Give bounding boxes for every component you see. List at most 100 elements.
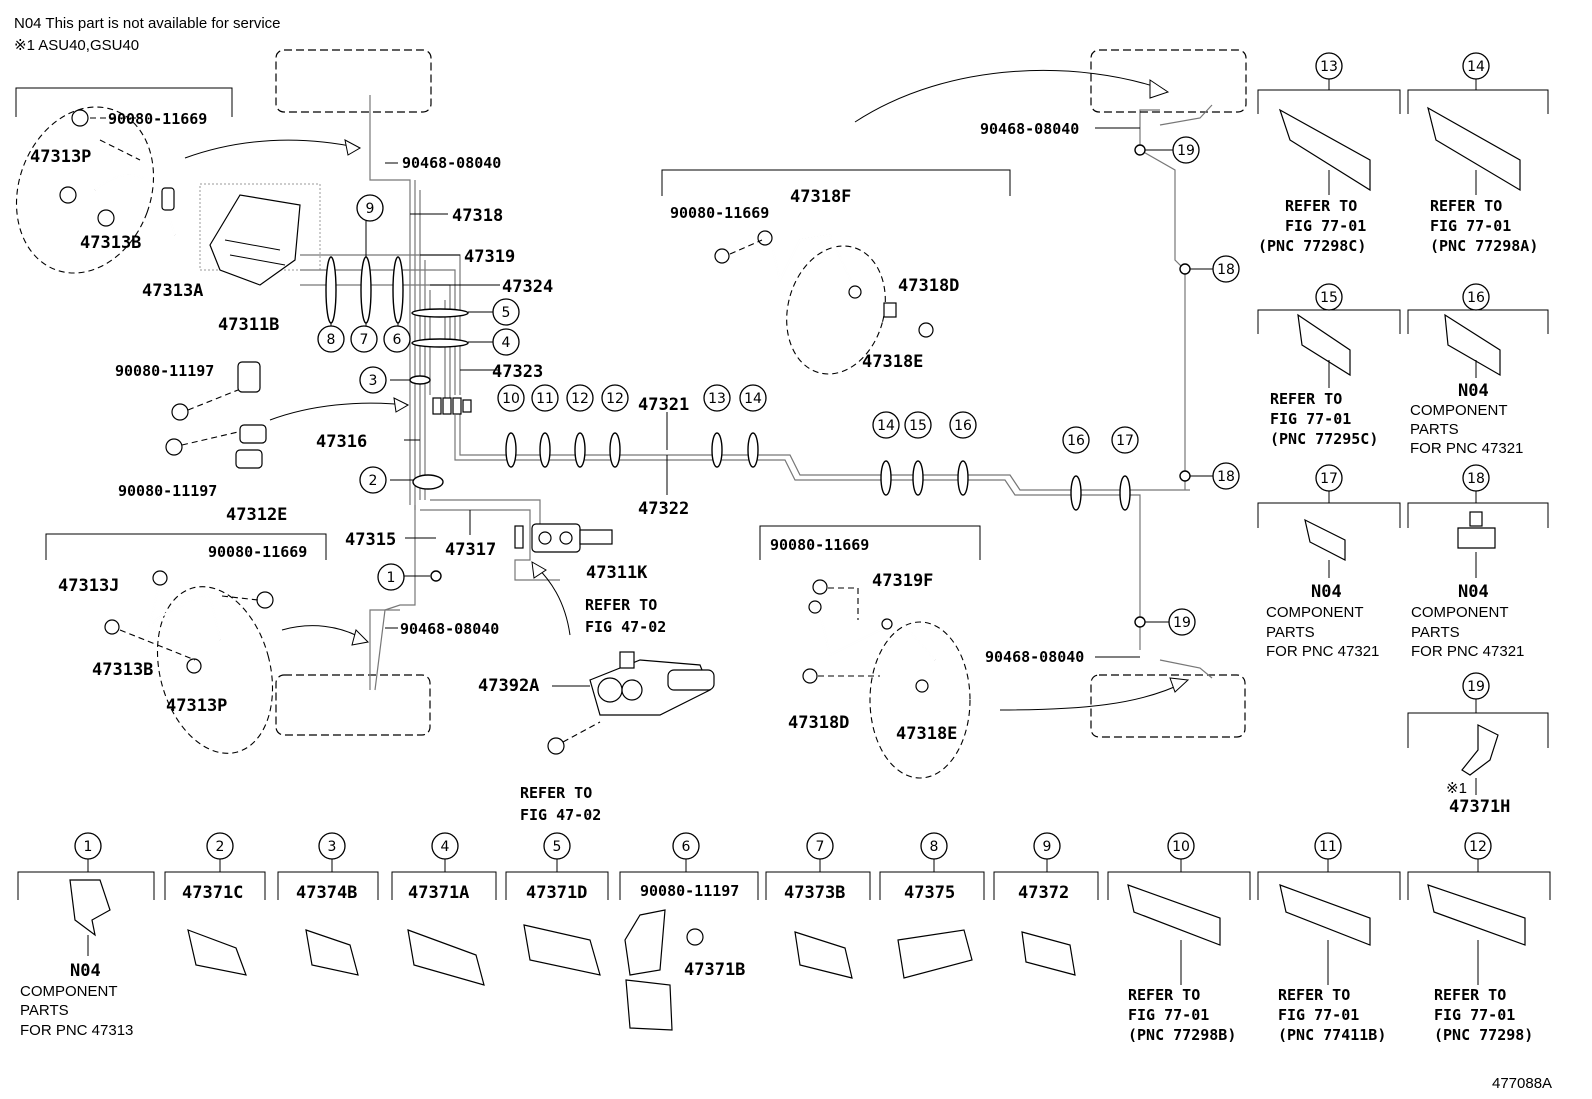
svg-text:REFER TO: REFER TO bbox=[1128, 986, 1200, 1004]
svg-text:18: 18 bbox=[1217, 469, 1235, 485]
svg-text:1: 1 bbox=[84, 839, 93, 855]
label-47313P-b: 47313P bbox=[166, 696, 227, 716]
label-47319: 47319 bbox=[464, 247, 515, 267]
valve-47311K: 47311K bbox=[514, 523, 648, 583]
horizontal-clamps bbox=[430, 144, 1191, 628]
svg-text:2: 2 bbox=[216, 839, 225, 855]
svg-text:(PNC 77298A): (PNC 77298A) bbox=[1430, 237, 1538, 255]
svg-text:PARTS: PARTS bbox=[1411, 624, 1460, 641]
svg-text:12: 12 bbox=[1469, 839, 1487, 855]
rear-left-hose-group: 90080-11669 47318F 47318D 47318E bbox=[661, 169, 1011, 375]
svg-text:18: 18 bbox=[1467, 471, 1485, 487]
master-cylinder-block bbox=[199, 183, 321, 286]
label-47313J: 47313J bbox=[58, 576, 119, 596]
label-47318: 47318 bbox=[452, 206, 503, 226]
svg-text:(PNC 77298C): (PNC 77298C) bbox=[1258, 237, 1366, 255]
rear-right-hose-group: 90080-11669 47319F 47318D 47318E bbox=[759, 525, 981, 779]
svg-text:47371B: 47371B bbox=[684, 960, 745, 980]
svg-text:6: 6 bbox=[393, 332, 402, 348]
svg-text:FOR PNC 47321: FOR PNC 47321 bbox=[1411, 643, 1524, 660]
svg-text:47373B: 47373B bbox=[784, 883, 845, 903]
svg-text:15: 15 bbox=[1320, 290, 1338, 306]
label-47313A: 47313A bbox=[142, 281, 203, 301]
svg-text:9: 9 bbox=[366, 201, 375, 217]
svg-text:(PNC 77298): (PNC 77298) bbox=[1434, 1026, 1533, 1044]
label-47313P-a: 47313P bbox=[30, 147, 91, 167]
front-left-hose-group: 90080-11669 47313P 47313B 47313A bbox=[15, 87, 233, 301]
ref-box-bottom-left bbox=[275, 674, 431, 736]
label-90080-11669-a: 90080-11669 bbox=[108, 110, 207, 128]
label-47323: 47323 bbox=[492, 362, 543, 382]
svg-text:PARTS: PARTS bbox=[20, 1002, 69, 1019]
svg-text:19: 19 bbox=[1467, 679, 1485, 695]
svg-text:18: 18 bbox=[1217, 262, 1235, 278]
svg-text:REFER TO: REFER TO bbox=[1278, 986, 1350, 1004]
svg-text:6: 6 bbox=[682, 839, 691, 855]
svg-text:PARTS: PARTS bbox=[1410, 421, 1459, 438]
svg-text:FIG 77-01: FIG 77-01 bbox=[1285, 217, 1366, 235]
label-47311B: 47311B bbox=[218, 315, 279, 335]
svg-text:3: 3 bbox=[328, 839, 337, 855]
svg-text:15: 15 bbox=[909, 418, 927, 434]
front-right-hose-group: 90080-11669 47313J 47313B 47313P bbox=[45, 533, 327, 754]
svg-text:12: 12 bbox=[606, 391, 624, 407]
svg-text:17: 17 bbox=[1320, 471, 1338, 487]
label-47324: 47324 bbox=[502, 277, 553, 297]
svg-text:13: 13 bbox=[708, 391, 726, 407]
label-47318D-a: 47318D bbox=[898, 276, 959, 296]
label-47318E-a: 47318E bbox=[862, 352, 923, 372]
svg-text:N04: N04 bbox=[1458, 582, 1489, 602]
svg-text:FIG 77-01: FIG 77-01 bbox=[1434, 1006, 1515, 1024]
svg-text:47372: 47372 bbox=[1018, 883, 1069, 903]
refer-fig4702-a-l2: FIG 47-02 bbox=[585, 618, 666, 636]
svg-text:FOR PNC 47321: FOR PNC 47321 bbox=[1266, 643, 1379, 660]
svg-text:47371C: 47371C bbox=[182, 883, 243, 903]
label-90468-08040-b: 90468-08040 bbox=[400, 620, 499, 638]
label-90468-08040-c: 90468-08040 bbox=[980, 120, 1079, 138]
svg-text:10: 10 bbox=[502, 391, 520, 407]
label-47318E-b: 47318E bbox=[896, 724, 957, 744]
svg-text:8: 8 bbox=[930, 839, 939, 855]
label-90468-08040-d: 90468-08040 bbox=[985, 648, 1084, 666]
svg-text:REFER TO: REFER TO bbox=[1285, 197, 1357, 215]
label-47316: 47316 bbox=[316, 432, 367, 452]
svg-text:REFER TO: REFER TO bbox=[1270, 390, 1342, 408]
svg-text:3: 3 bbox=[369, 373, 378, 389]
refer-fig4702-b-l1: REFER TO bbox=[520, 784, 592, 802]
svg-text:90080-11197: 90080-11197 bbox=[640, 882, 739, 900]
svg-text:FIG 77-01: FIG 77-01 bbox=[1270, 410, 1351, 428]
svg-text:7: 7 bbox=[816, 839, 825, 855]
svg-text:COMPONENT: COMPONENT bbox=[1411, 604, 1509, 621]
label-47318F: 47318F bbox=[790, 187, 851, 207]
svg-text:N04: N04 bbox=[1458, 381, 1489, 401]
label-47319F: 47319F bbox=[872, 571, 933, 591]
svg-text:10: 10 bbox=[1172, 839, 1190, 855]
svg-text:17: 17 bbox=[1116, 433, 1134, 449]
mark-1: ※1 bbox=[1446, 780, 1467, 797]
svg-text:9: 9 bbox=[1043, 839, 1052, 855]
label-47392A: 47392A bbox=[478, 676, 539, 696]
note-1: ※1 ASU40,GSU40 bbox=[14, 37, 139, 54]
svg-text:(PNC 77295C): (PNC 77295C) bbox=[1270, 430, 1378, 448]
svg-text:19: 19 bbox=[1177, 143, 1195, 159]
svg-text:(PNC 77298B): (PNC 77298B) bbox=[1128, 1026, 1236, 1044]
svg-text:COMPONENT: COMPONENT bbox=[20, 983, 118, 1000]
label-90080-11669-c: 90080-11669 bbox=[670, 204, 769, 222]
svg-text:8: 8 bbox=[327, 332, 336, 348]
label-90080-11669-d: 90080-11669 bbox=[770, 536, 869, 554]
svg-text:REFER TO: REFER TO bbox=[1430, 197, 1502, 215]
svg-text:5: 5 bbox=[553, 839, 562, 855]
note-n04: N04 This part is not available for servi… bbox=[14, 15, 281, 32]
svg-text:FIG 77-01: FIG 77-01 bbox=[1128, 1006, 1209, 1024]
mount-group-47311B: 47311B 90080-11197 90080-11197 47312E bbox=[115, 315, 287, 525]
svg-text:47374B: 47374B bbox=[296, 883, 357, 903]
label-47322: 47322 bbox=[638, 499, 689, 519]
refer-fig4702-b-l2: FIG 47-02 bbox=[520, 806, 601, 824]
ref-box-top-right bbox=[1090, 49, 1247, 113]
svg-text:16: 16 bbox=[1067, 433, 1085, 449]
svg-text:FIG 77-01: FIG 77-01 bbox=[1430, 217, 1511, 235]
ref-box-top-left bbox=[275, 49, 432, 113]
svg-text:N04: N04 bbox=[1311, 582, 1342, 602]
svg-text:5: 5 bbox=[502, 305, 511, 321]
master-cylinder-47392A: 47392A bbox=[478, 651, 715, 755]
